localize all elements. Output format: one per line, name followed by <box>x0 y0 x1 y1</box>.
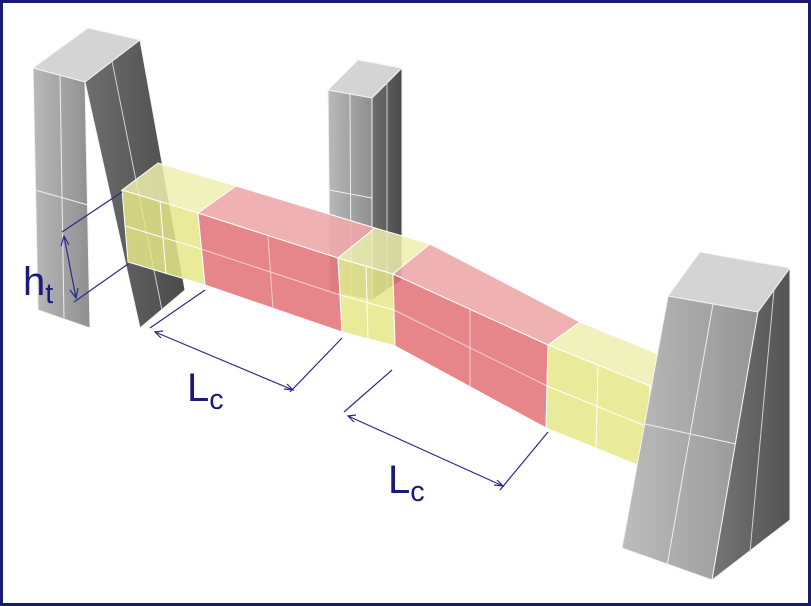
label-ht-subscript: t <box>45 278 54 311</box>
beam <box>120 162 679 469</box>
label-ht: ht <box>23 260 53 308</box>
right-column <box>621 251 791 582</box>
dimension-lc-right <box>343 369 549 491</box>
dimension-lc-left <box>149 289 343 393</box>
label-ht-base: h <box>23 260 46 304</box>
connection-region-left <box>120 162 238 286</box>
connection-region-right <box>545 321 679 469</box>
label-lc-left: Lc <box>187 366 224 414</box>
label-lc-right-base: L <box>388 458 411 502</box>
label-lc-left-base: L <box>187 366 210 410</box>
dimension-ht <box>60 191 129 303</box>
label-lc-right-subscript: c <box>410 476 425 509</box>
label-lc-left-subscript: c <box>209 384 224 417</box>
connection-region-middle <box>336 227 432 347</box>
label-lc-right: Lc <box>388 458 425 506</box>
